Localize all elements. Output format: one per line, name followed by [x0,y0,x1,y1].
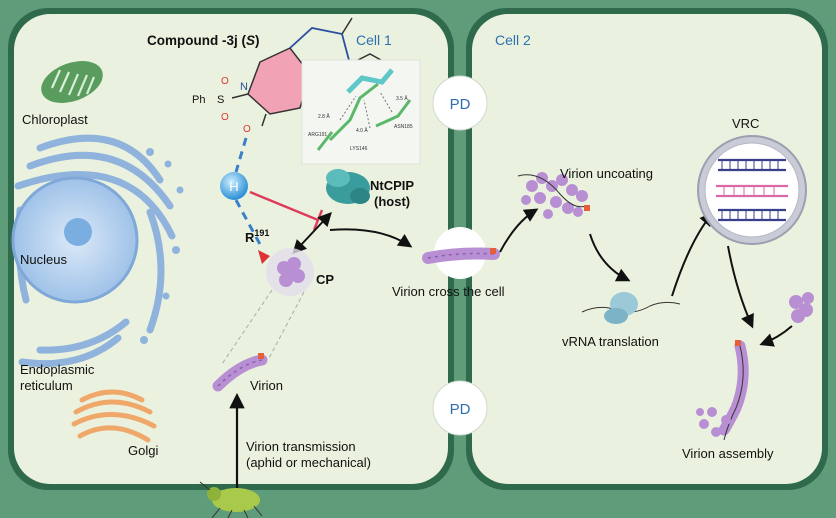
cross-cell-label: Virion cross the cell [392,284,505,299]
ntcpip-label: NtCPIP [370,178,414,193]
virion-crossing [422,247,500,264]
uncoating-label: Virion uncoating [560,166,653,181]
arrow-to-uncoating [499,208,539,253]
compound-o-atom-1: O [221,76,229,87]
residue-asn185: ASN185 [394,124,413,130]
ntcpip-host-label: (host) [374,194,410,209]
arrow-cp-to-assembly [759,325,793,347]
chloroplast [41,61,103,103]
arrow-to-translation [589,233,631,282]
golgi-label: Golgi [128,443,158,458]
er-label-line-2: reticulum [20,378,73,393]
compound-o-atom-2: O [221,112,229,123]
residue-lys146: LYS146 [350,146,368,152]
distance-3: 3.5 Å [396,95,408,102]
cp-label: CP [316,272,334,287]
svg-text:O: O [243,124,251,135]
plasmodesma-top: PD [432,75,488,131]
nucleus-label: Nucleus [20,252,67,267]
ribosome [604,292,638,324]
er-label-line-1: Endoplasmic [20,362,95,377]
arrow-to-pd [329,228,413,248]
cp-protein [277,257,305,287]
cell-2-title: Cell 2 [495,32,531,48]
transmission-label-line-1: Virion transmission [246,439,356,454]
arrow-vrc-to-assembly [727,245,754,329]
aphid [199,481,263,518]
svg-text:PD: PD [450,96,471,113]
distance-1: 2.8 Å [318,113,330,120]
virion-label: Virion [250,378,283,393]
cell-2 [472,14,822,484]
vrc-label: VRC [732,116,759,131]
hbond-lower [234,199,264,249]
hbond-upper [234,137,248,173]
svg-text:PD: PD [450,401,471,418]
cp-cluster-cell-2 [789,292,814,323]
residue-arg191: ARG191 [308,132,327,138]
plasmodesma-bottom: PD [432,380,488,436]
golgi [71,389,157,443]
hydrogen-atom: H [220,172,248,200]
compound-structure: Ph S O O N Ph O [192,17,401,135]
endoplasmic-reticulum [14,134,176,368]
compound-title: Compound -3j (S) [147,33,260,48]
interaction-arrow [292,211,332,255]
nucleus [11,176,139,304]
compound-s-atom: S [217,94,224,106]
assembly-label: Virion assembly [682,446,774,461]
chloroplast-label: Chloroplast [22,112,88,127]
ntcpip-protein [326,169,370,204]
vrc [697,135,807,245]
residue-label: R191 [245,228,269,245]
hydrogen-label: H [229,179,238,194]
compound-ph-label: Ph [192,94,205,106]
transmission-label-line-2: (aphid or mechanical) [246,455,371,470]
cell-1-title: Cell 1 [356,32,392,48]
compound-n-atom: N [240,81,248,93]
distance-2: 4.0 Å [356,127,368,134]
docking-inset: 2.8 Å 4.0 Å 3.5 Å ARG191 LYS146 ASN185 [301,59,421,165]
translation-label: vRNA translation [562,334,659,349]
